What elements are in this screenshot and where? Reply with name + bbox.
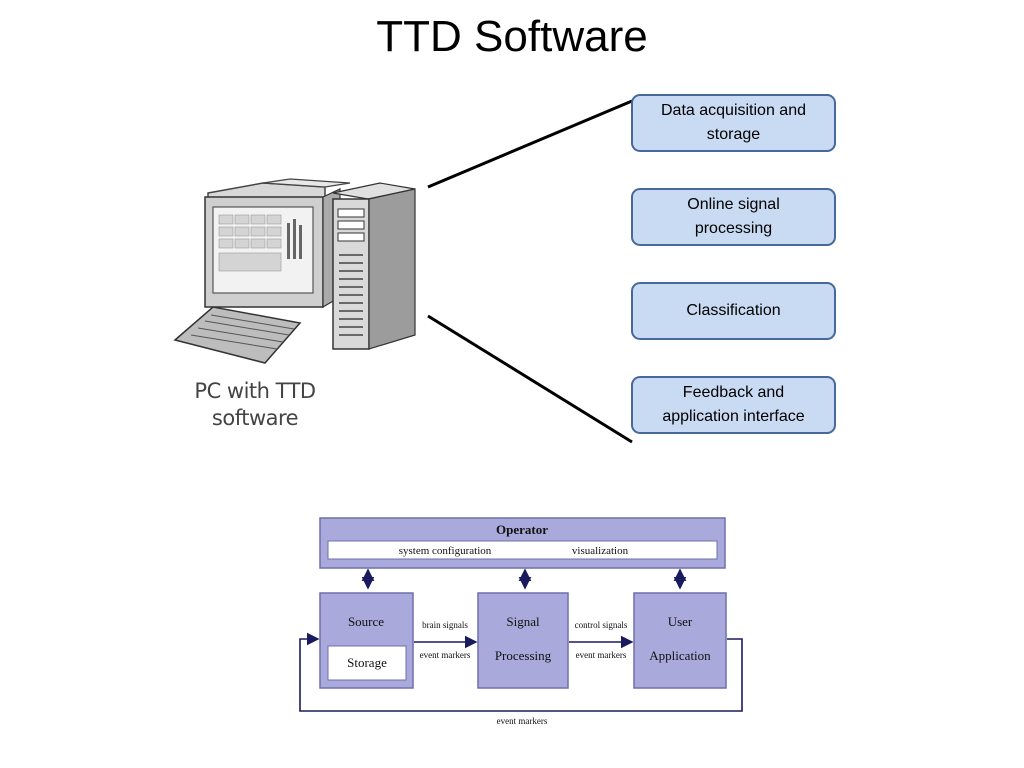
feature-text: Feedback and bbox=[682, 384, 785, 401]
feature-box-feedback: Feedback and application interface bbox=[631, 376, 836, 434]
system-configuration-label: system configuration bbox=[399, 545, 492, 557]
event-markers-bottom-label: event markers bbox=[497, 716, 548, 726]
pc-caption-line1: PC with TTD bbox=[194, 379, 316, 403]
signal-processing-box bbox=[477, 592, 569, 689]
feature-text: Data acquisition and bbox=[661, 102, 806, 119]
architecture-diagram: Operator system configuration visualizat… bbox=[299, 517, 743, 726]
feature-text: processing bbox=[694, 220, 773, 237]
slide-title: TTD Software bbox=[376, 12, 648, 61]
connector-line-top bbox=[427, 99, 633, 189]
feature-box-classification: Classification bbox=[631, 282, 836, 340]
feature-text: storage bbox=[706, 126, 761, 143]
feedback-loop-arrow bbox=[299, 632, 743, 712]
feature-text: application interface bbox=[662, 408, 805, 425]
source-label: Source bbox=[348, 614, 384, 629]
storage-box bbox=[327, 645, 407, 681]
user-application-box bbox=[633, 592, 727, 689]
user-label-line1: User bbox=[668, 614, 693, 629]
control-signals-label: control signals bbox=[575, 620, 628, 630]
storage-label: Storage bbox=[347, 655, 387, 670]
feature-text: Online signal bbox=[687, 196, 780, 213]
connector-line-bottom bbox=[427, 314, 633, 444]
feature-box-signal-processing: Online signal processing bbox=[631, 188, 836, 246]
signal-label-line1: Signal bbox=[506, 614, 540, 629]
event-markers-label-2: event markers bbox=[576, 650, 627, 660]
feature-box-data-acquisition: Data acquisition and storage bbox=[631, 94, 836, 152]
pc-caption: PC with TTD software bbox=[170, 378, 340, 432]
connector-lines bbox=[427, 99, 633, 444]
feature-text: Classification bbox=[686, 302, 781, 319]
visualization-label: visualization bbox=[572, 545, 629, 557]
brain-signals-label: brain signals bbox=[422, 620, 468, 630]
operator-inner-bar bbox=[327, 540, 718, 560]
operator-label: Operator bbox=[496, 522, 548, 537]
pc-illustration bbox=[173, 178, 416, 364]
pc-caption-line2: software bbox=[211, 406, 299, 430]
user-label-line2: Application bbox=[649, 648, 711, 663]
event-markers-label-1: event markers bbox=[420, 650, 471, 660]
signal-label-line2: Processing bbox=[495, 648, 552, 663]
